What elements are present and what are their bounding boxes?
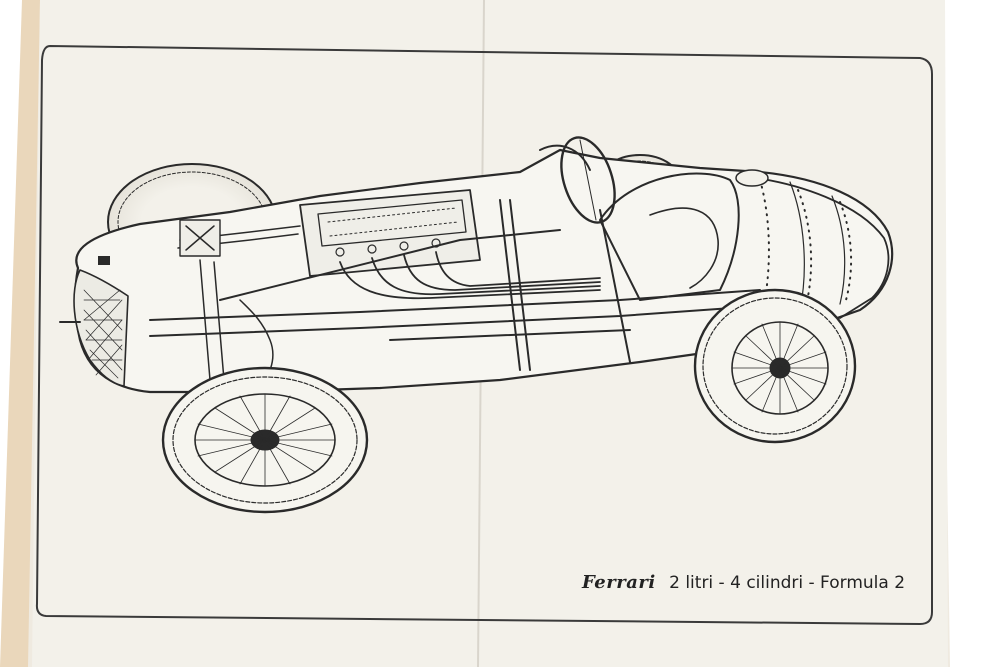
exhaust-manifold [339,251,601,300]
tail-section [739,175,890,319]
tail-seam-2 [831,195,846,305]
engine-block [299,189,481,277]
rear-wheel-spokes [731,321,829,415]
printed-frame [35,44,933,626]
front-suspension [177,219,301,393]
cockpit-rim [599,172,740,301]
caption-brand: Ferrari [582,572,656,593]
page-edge-left [0,0,40,667]
rear-near-wheel [693,288,857,444]
caption-text: 2 litri - 4 cilindri - Formula 2 [669,573,906,593]
front-near-wheel [161,366,369,514]
ferrari-logo-icon [98,256,110,265]
car-illustration [59,136,894,514]
front-wheel-spokes [194,393,336,487]
illustration-caption: Ferrari 2 litri - 4 cilindri - Formula 2 [582,572,905,593]
seat [649,207,719,289]
fuel-cap [735,169,769,187]
scuttle-hoop [539,144,591,171]
grille-mesh [83,289,123,379]
